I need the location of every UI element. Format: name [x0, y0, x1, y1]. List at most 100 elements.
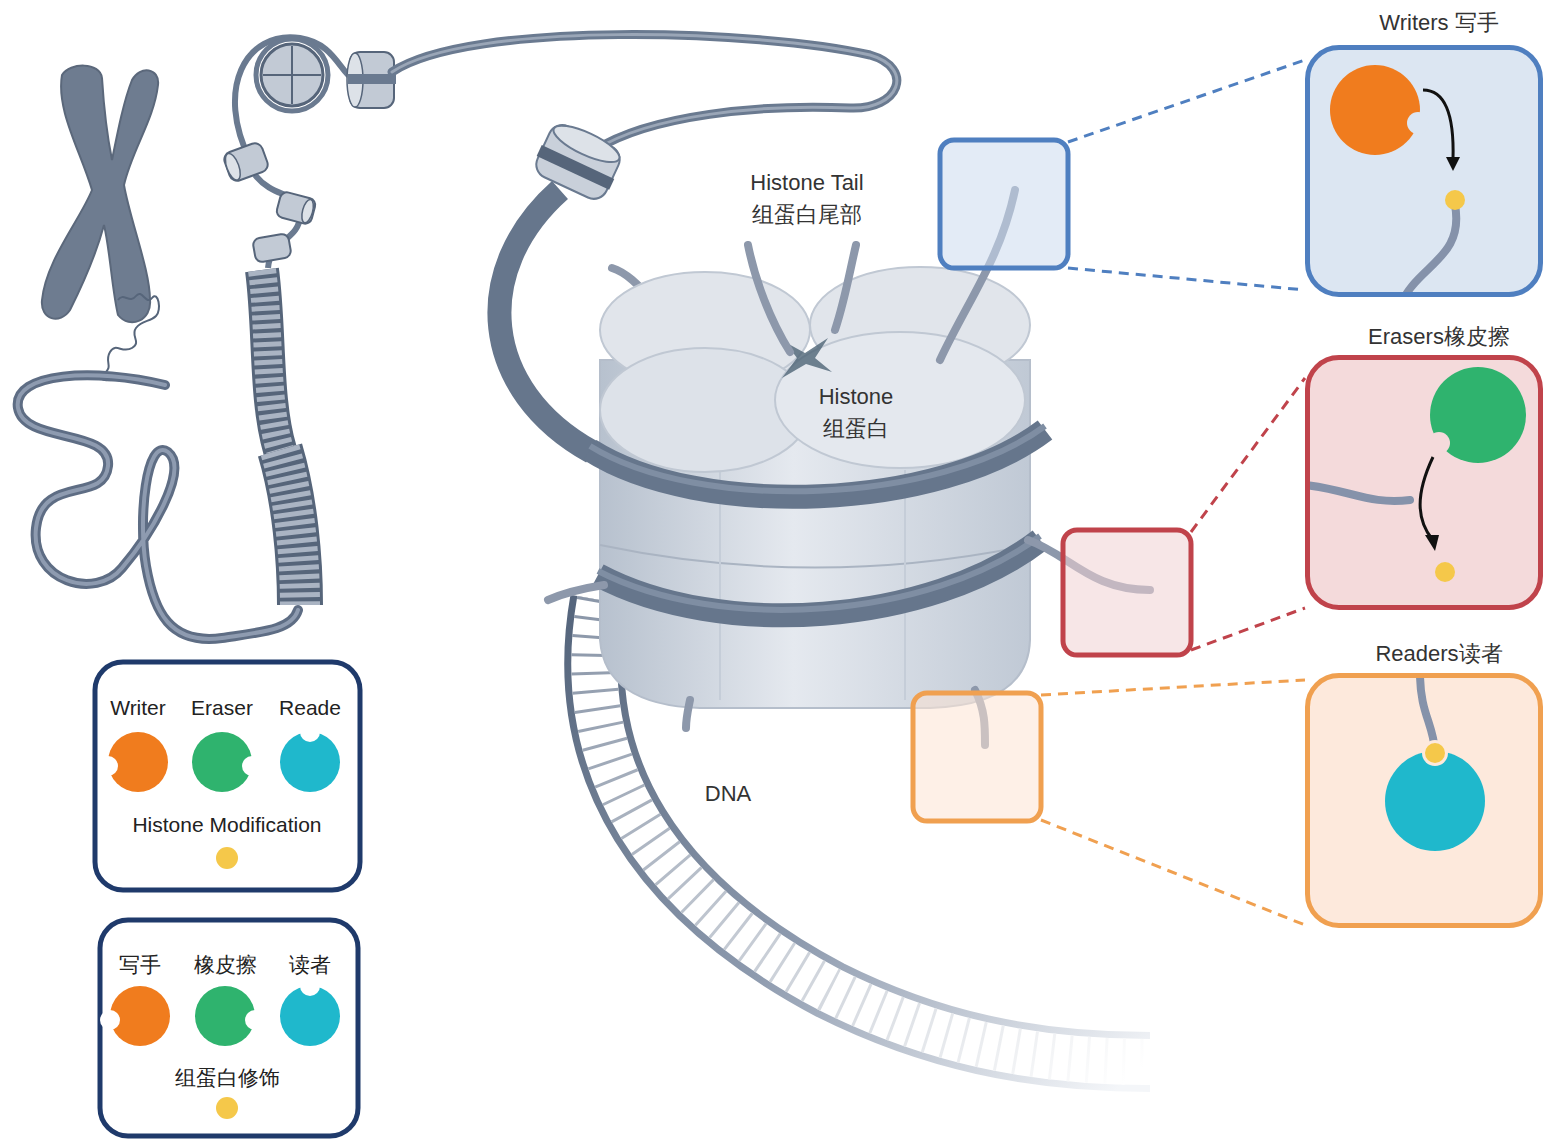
- nucleosome: [275, 191, 317, 225]
- action-arrow: [1420, 457, 1433, 539]
- illustration-label: Histone: [816, 384, 897, 410]
- legend-text: 橡皮擦: [194, 952, 257, 977]
- arrow-head: [1425, 535, 1439, 551]
- illustration-label: Histone Tail: [747, 170, 866, 196]
- histone-modification: [1425, 743, 1445, 763]
- panel-art-clip: [1310, 678, 1538, 923]
- swatch-notch: [98, 756, 118, 776]
- dna-band-highlight: [590, 426, 1045, 491]
- enzyme-notch: [1407, 112, 1429, 134]
- zoom-square: [1063, 530, 1191, 655]
- zoom-square: [940, 140, 1068, 268]
- dna-wrap: [537, 145, 615, 190]
- histone-tail: [686, 700, 690, 728]
- nucleosome: [252, 233, 292, 263]
- zoom-panel: Readers读者: [1305, 673, 1543, 928]
- histone-tail: [1400, 205, 1456, 292]
- panel-art-group: [1310, 367, 1526, 582]
- nucleosome-core: [252, 233, 292, 263]
- legend-box: [95, 662, 360, 890]
- illustration-label: 组蛋白尾部: [749, 202, 865, 228]
- legend-swatch: [195, 986, 255, 1046]
- swatch-notch: [100, 1010, 120, 1030]
- legend-text: Writer: [110, 695, 166, 720]
- illustration-label: DNA: [702, 781, 754, 807]
- dna-band: [499, 190, 592, 452]
- panel-heading: Readers读者: [1375, 641, 1502, 667]
- nucleosome-face: [222, 152, 243, 182]
- chromatin-fiber-coil: [280, 450, 300, 605]
- dna-band: [598, 540, 1040, 615]
- nucleosome: [530, 117, 627, 204]
- nucleosome-core: [222, 141, 270, 183]
- chromosome: [42, 66, 158, 323]
- dna-ribbon-highlight: [392, 35, 897, 150]
- swatch-notch: [245, 1010, 265, 1030]
- dna-wrap: [256, 39, 328, 111]
- zoom-panel: Writers 写手: [1305, 45, 1543, 297]
- panel-art: [1310, 678, 1538, 923]
- panel-art-group: [1385, 678, 1485, 851]
- histone-tail: [1310, 485, 1410, 501]
- dna-wrap: [348, 74, 396, 84]
- histone-tail: [1420, 678, 1435, 751]
- nucleosome: [222, 141, 270, 183]
- panel-art: [1310, 50, 1538, 292]
- legend-swatch: [108, 732, 168, 792]
- histone-lobe: [775, 332, 1025, 468]
- legend-swatch: [216, 1097, 238, 1119]
- legend-text: Reade: [279, 695, 341, 720]
- dna-ribbon: [392, 35, 897, 150]
- reader-notch: [1422, 740, 1448, 766]
- histone-modification: [1435, 562, 1455, 582]
- histone-tail: [835, 245, 856, 330]
- nucleosome-core: [275, 191, 317, 225]
- panel-art-clip: [1310, 50, 1538, 292]
- nucleosome-top-view: [261, 44, 323, 106]
- legend-text: Eraser: [191, 695, 253, 720]
- zoom-line: [1041, 680, 1305, 925]
- histone-tail: [548, 585, 604, 600]
- legend-box: [100, 920, 358, 1136]
- histone-tail: [748, 245, 790, 352]
- panel-heading: Writers 写手: [1379, 10, 1498, 36]
- swatch-notch: [300, 976, 320, 996]
- histone-layer-line: [600, 545, 1030, 568]
- writer-enzyme: [1330, 65, 1420, 155]
- illustration-label: 组蛋白: [820, 416, 892, 442]
- legend-swatch: [192, 732, 252, 792]
- legend-text: 读者: [289, 952, 331, 977]
- legend-text: 组蛋白修饰: [175, 1065, 280, 1090]
- chromatin-fiber-coil: [262, 270, 280, 450]
- zoom-square: [913, 693, 1041, 821]
- legend-text: 写手: [119, 952, 161, 977]
- histone-divider: [263, 46, 321, 104]
- enzyme-notch: [1428, 432, 1450, 454]
- arrow-head: [1446, 157, 1460, 171]
- nucleosome-face: [300, 198, 316, 224]
- panel-art: [1310, 360, 1538, 605]
- swatch-notch: [242, 756, 262, 776]
- action-arrow: [1423, 90, 1453, 159]
- panel-art-clip: [1310, 360, 1538, 605]
- chromatin-fiber: [280, 450, 300, 605]
- chromatin-fiber: [262, 270, 280, 450]
- chromatin-strand: [101, 294, 159, 380]
- legend-swatch: [216, 847, 238, 869]
- dna-band-highlight: [598, 536, 1040, 610]
- legend-swatch: [280, 732, 340, 792]
- zoom-line: [1068, 60, 1305, 290]
- dna-strand: [235, 37, 372, 160]
- nucleosome: [347, 52, 396, 108]
- zoom-panel: Erasers橡皮擦: [1305, 355, 1543, 610]
- legend-text: Histone Modification: [132, 812, 321, 837]
- swatch-notch: [300, 722, 320, 742]
- legend-swatch: [280, 986, 340, 1046]
- zoom-line: [1191, 378, 1305, 650]
- histone-modification: [1445, 190, 1465, 210]
- panel-heading: Erasers橡皮擦: [1368, 324, 1510, 350]
- panel-art-group: [1330, 65, 1465, 292]
- legend-swatch: [110, 986, 170, 1046]
